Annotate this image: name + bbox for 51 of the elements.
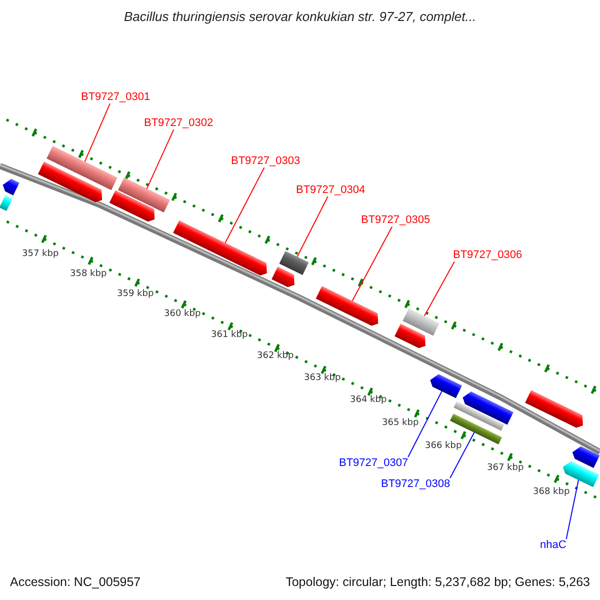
gene-block [109,190,155,222]
leader-line [84,103,110,162]
gene-bar [454,401,504,431]
gene-block [572,446,600,468]
gene-label: BT9727_0308 [381,478,450,491]
scale-label: 357 kbp [22,249,59,260]
gene-label: BT9727_0303 [231,155,300,168]
gene-block [525,390,583,428]
gene-block [173,220,267,276]
scale-label: 364 kbp [350,395,387,406]
gene-block [562,461,600,488]
leader-line [352,226,393,302]
gene-label: nhaC [540,539,566,552]
gene-block [394,324,426,348]
scale-label: 359 kbp [117,289,154,300]
scale-label: 366 kbp [425,441,462,452]
leader-line [146,129,174,190]
gene-block [430,374,462,398]
gene-label: BT9727_0302 [144,117,214,130]
scale-label: 361 kbp [211,330,248,340]
gene-block [272,266,294,288]
gene-label: BT9727_0305 [361,214,430,227]
leader-line [566,480,579,540]
gene-bar [0,194,13,212]
leader-line [296,196,328,258]
gene-label: BT9727_0301 [81,91,150,104]
gene-label: BT9727_0307 [339,457,408,470]
gene-block [316,286,378,326]
footer-text: Accession: NC_005957 [10,575,141,590]
gene-label: BT9727_0306 [453,249,522,262]
gene-label: BT9727_0304 [296,184,366,197]
scale-label: 362 kbp [257,351,294,362]
scale-label: 368 kbp [533,487,570,498]
scale-label: 358 kbp [70,269,107,280]
scale-label: 367 kbp [487,463,524,474]
gene-bar [118,178,170,212]
gene-block [2,178,20,196]
gene-bar [46,146,118,190]
leader-line [408,390,442,458]
leader-line [424,261,455,316]
gene-block [462,392,514,425]
scale-label: 363 kbp [304,373,341,384]
leader-line [450,432,475,478]
title: Bacillus thuringiensis serovar konkukian str. 97-27, complet... [122,10,478,25]
gene-block [38,162,102,202]
footer-text: Topology: circular; Length: 5,237,682 bp; Genes: 5,263 [286,575,590,590]
scale-label: 360 kbp [164,309,201,320]
leader-line [224,167,265,244]
gene-bar [279,251,309,275]
gene-bar [402,308,440,336]
scale-label: 365 kbp [382,418,419,428]
